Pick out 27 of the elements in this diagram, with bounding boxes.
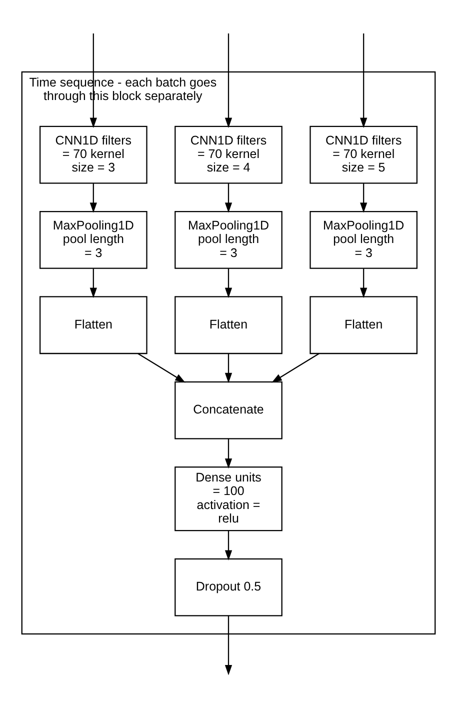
arrow <box>224 268 232 298</box>
node-box: CNN1D filters = 70 kernel size = 5 <box>310 125 418 184</box>
arrow <box>272 352 320 382</box>
node-box: MaxPooling1D pool length = 3 <box>310 210 418 268</box>
node-box: Concatenate <box>174 380 282 439</box>
arrow <box>90 268 97 298</box>
node-box: Dense units = 100 activation = relu <box>174 466 282 531</box>
arrow <box>360 183 368 212</box>
arrow <box>224 183 232 212</box>
node-box: CNN1D filters = 70 kernel size = 4 <box>174 125 282 184</box>
node-box: CNN1D filters = 70 kernel size = 3 <box>39 125 148 184</box>
node-box: Flatten <box>39 296 148 354</box>
arrow <box>224 32 232 128</box>
arrow <box>224 438 232 468</box>
node-box: MaxPooling1D pool length = 3 <box>39 210 148 268</box>
node-box: MaxPooling1D pool length = 3 <box>174 210 282 268</box>
arrow <box>360 32 368 128</box>
node-box: Flatten <box>310 296 418 354</box>
arrow <box>90 32 97 128</box>
arrow <box>224 615 232 675</box>
node-box: Flatten <box>174 296 282 354</box>
arrow <box>360 268 368 298</box>
arrow <box>224 353 232 383</box>
node-box: Dropout 0.5 <box>174 558 282 616</box>
arrow <box>138 352 186 382</box>
arrow <box>224 530 232 560</box>
arrow <box>90 183 97 212</box>
